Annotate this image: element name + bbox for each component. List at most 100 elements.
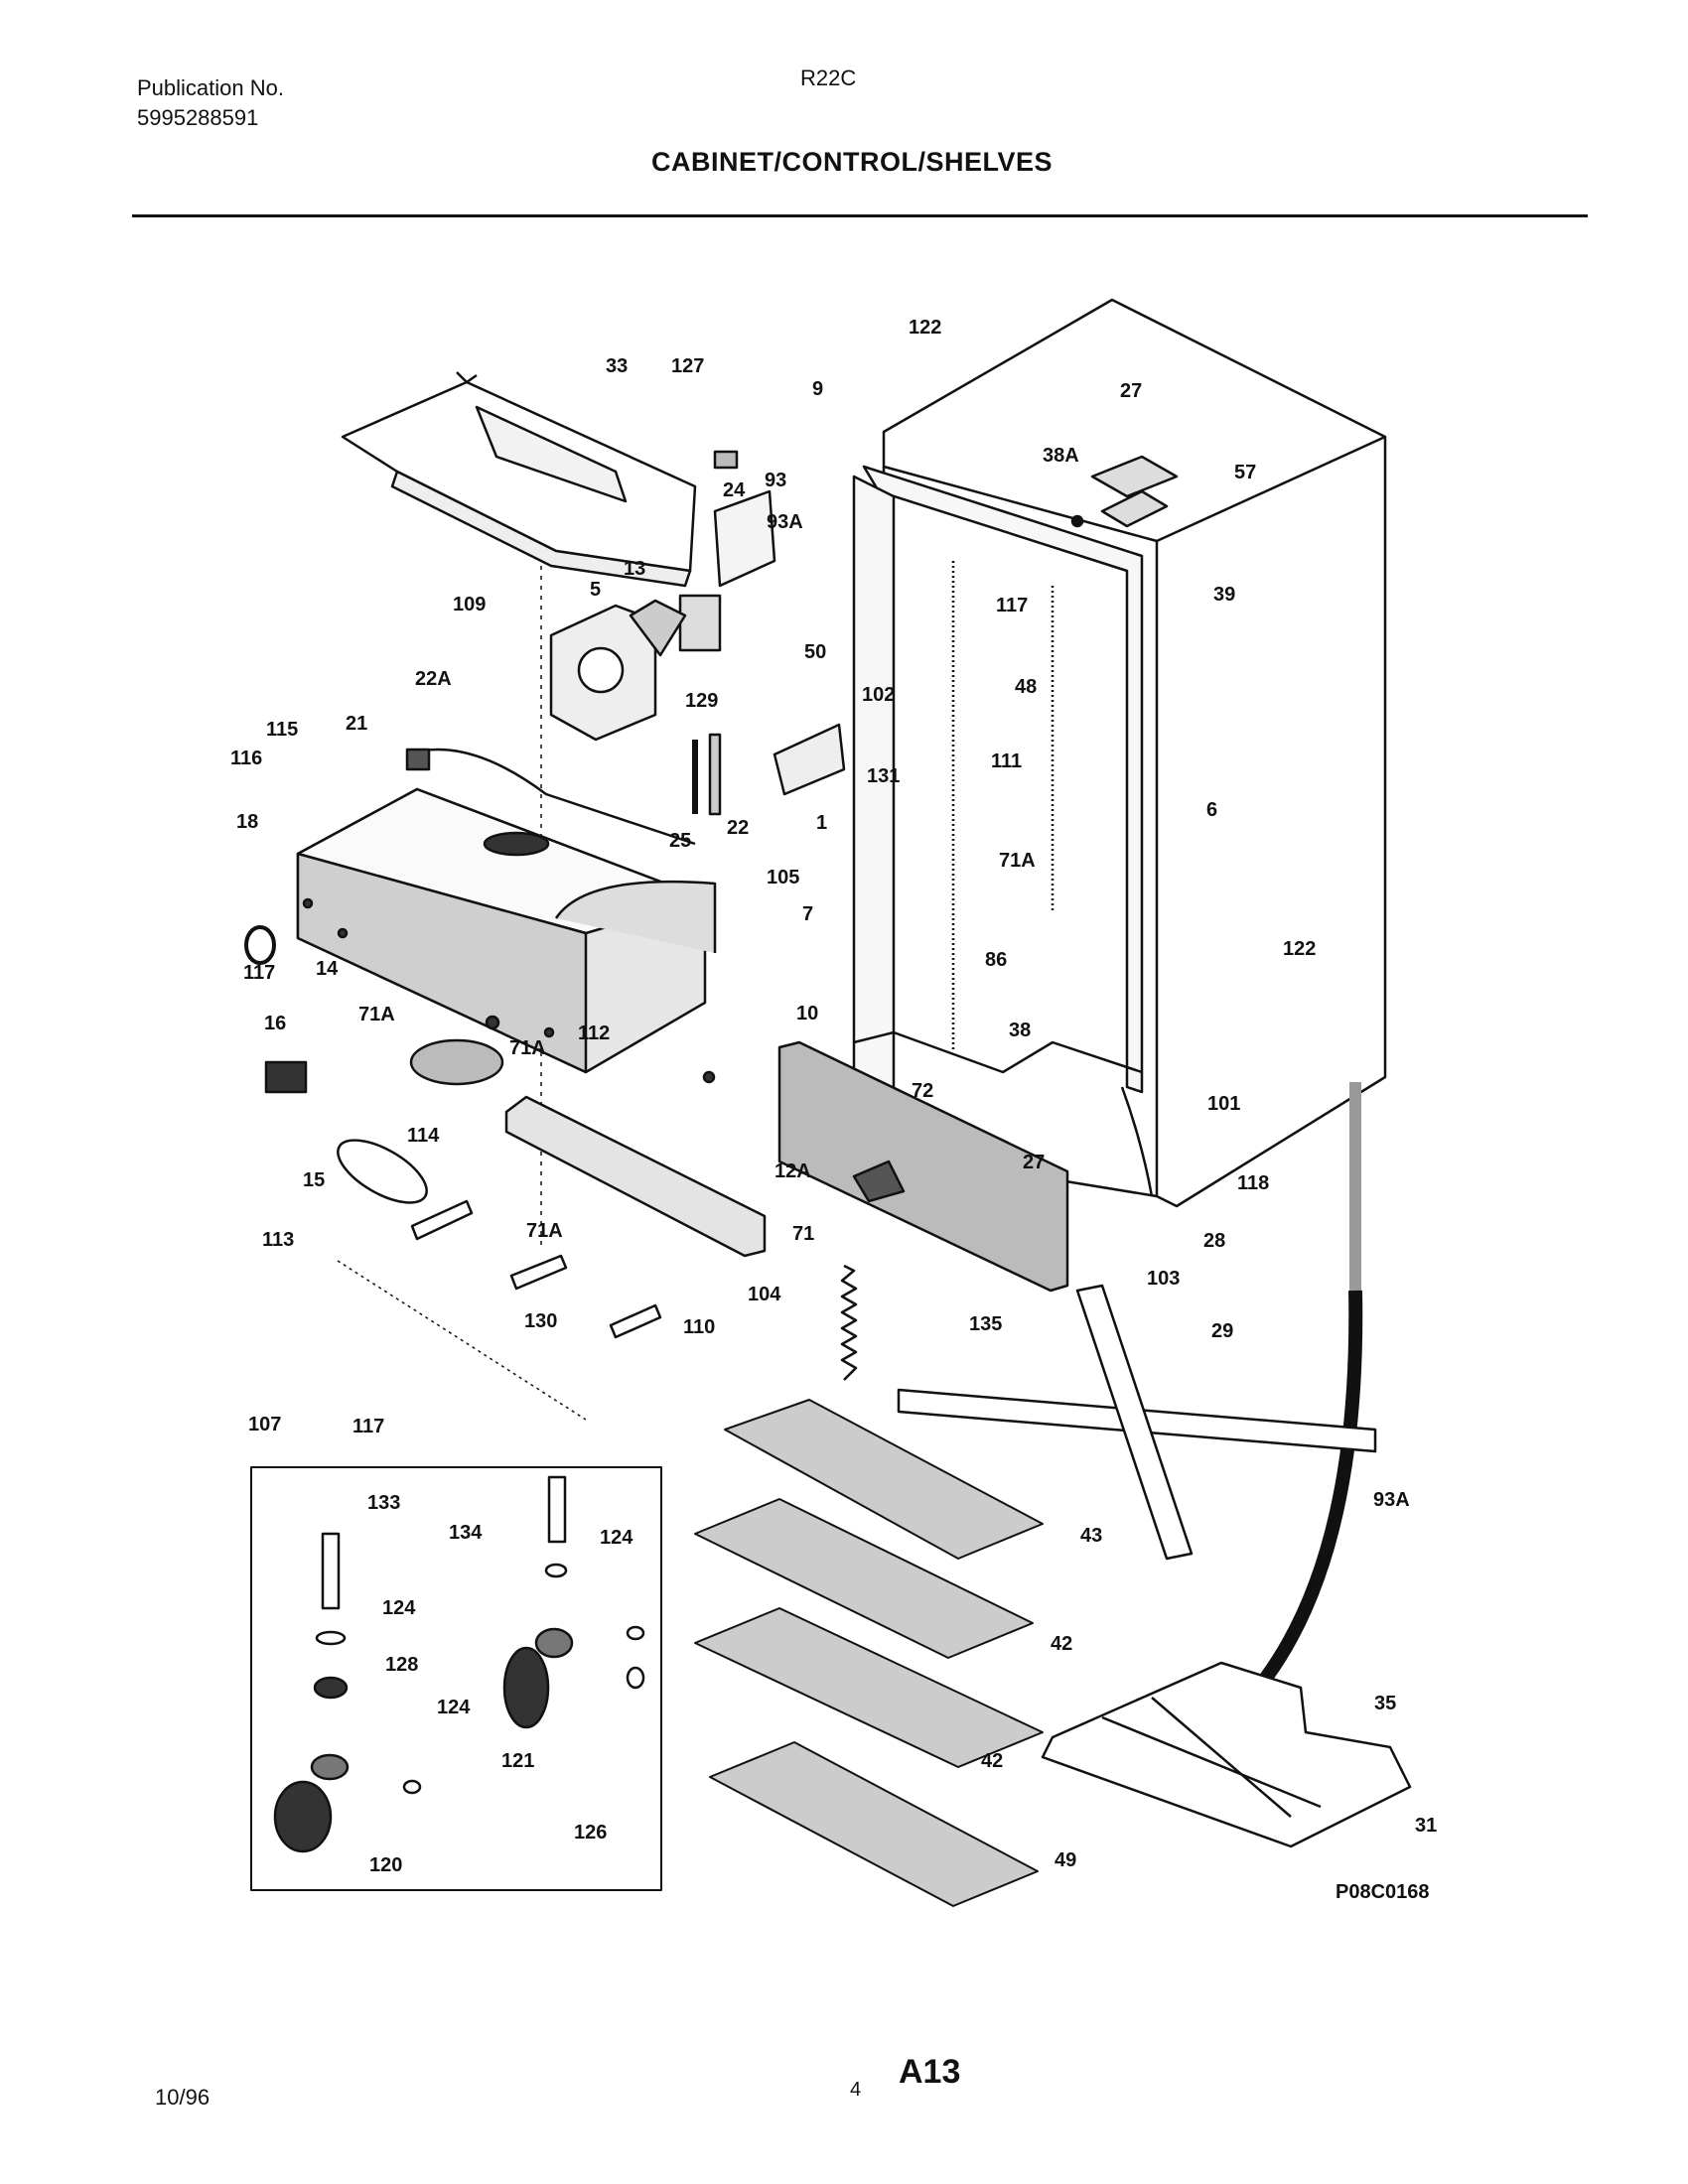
callout: 15 (303, 1169, 325, 1191)
page-number: 4 (850, 2079, 862, 2101)
callout: 117 (996, 595, 1028, 616)
callout: 107 (248, 1414, 281, 1435)
callout: 127 (671, 355, 704, 377)
spring (840, 1264, 858, 1381)
callout: 18 (236, 811, 258, 833)
callout: 122 (1283, 938, 1316, 960)
callout: 21 (346, 713, 367, 735)
callout: 31 (1415, 1815, 1437, 1837)
publication-label: Publication No. (137, 75, 284, 100)
publication-number: 5995288591 (137, 105, 259, 130)
toe-grille (777, 1040, 1069, 1293)
callout: 117 (243, 962, 275, 984)
wire-shelves (694, 1399, 1044, 1907)
control-housing (296, 748, 717, 1074)
top-hinge (1070, 455, 1179, 528)
callout: 22 (727, 817, 749, 839)
callout: 42 (981, 1750, 1003, 1772)
callout: 38A (1043, 445, 1079, 467)
drawing-number: P08C0168 (1336, 1881, 1430, 1903)
header-rule (132, 214, 1588, 217)
callout: 124 (437, 1697, 471, 1718)
model-number: R22C (800, 66, 857, 90)
callout: 134 (449, 1522, 483, 1544)
leveling-legs (337, 1199, 662, 1421)
callout: 129 (685, 690, 718, 712)
callout: 115 (266, 719, 298, 741)
callout: 27 (1120, 380, 1142, 402)
callout-labels: 122 27 38A 57 39 9 33 127 24 93 93A 13 5… (230, 317, 1437, 1876)
drain-tube (1260, 1082, 1363, 1683)
callout: 93A (1373, 1489, 1410, 1511)
callout: 128 (385, 1654, 418, 1676)
callout: 124 (600, 1527, 633, 1549)
callout: 126 (574, 1822, 607, 1843)
callout: 50 (804, 641, 826, 663)
revision-date: 10/96 (155, 2085, 211, 2110)
callout: 22A (415, 668, 452, 690)
callout: 6 (1206, 799, 1217, 821)
callout: 71A (509, 1037, 546, 1059)
callout: 135 (969, 1313, 1002, 1335)
callout: 14 (316, 958, 339, 980)
callout: 38 (1009, 1020, 1031, 1041)
callout: 131 (867, 765, 900, 787)
callout: 72 (912, 1080, 933, 1102)
callout: 113 (262, 1229, 294, 1251)
callout: 5 (590, 579, 601, 601)
page-code: A13 (899, 2053, 961, 2091)
callout: 130 (524, 1310, 557, 1332)
callout: 114 (407, 1125, 440, 1147)
cabinet-body (852, 298, 1387, 1208)
callout: 105 (767, 867, 799, 888)
callout: 42 (1051, 1633, 1072, 1655)
upper-frame (341, 371, 697, 1251)
callout: 120 (369, 1854, 402, 1876)
callout: 124 (382, 1597, 416, 1619)
callout: 86 (985, 949, 1007, 971)
callout: 16 (264, 1013, 286, 1034)
small-parts (244, 897, 716, 1204)
callout: 24 (723, 479, 746, 501)
callout: 49 (1055, 1849, 1076, 1871)
drain-pan (1041, 1661, 1412, 1848)
callout: 111 (991, 751, 1022, 772)
grille-bracket (504, 1095, 767, 1258)
callout: 33 (606, 355, 628, 377)
callout: 71 (792, 1223, 814, 1245)
callout: 102 (862, 684, 895, 706)
callout: 13 (624, 558, 645, 580)
control-assembly (549, 450, 846, 816)
callout: 12A (774, 1160, 811, 1182)
callout: 110 (683, 1316, 715, 1338)
callout: 71A (358, 1004, 395, 1025)
callout: 48 (1015, 676, 1037, 698)
callout: 93A (767, 511, 803, 533)
callout: 133 (367, 1492, 400, 1514)
callout: 1 (816, 812, 827, 834)
callout: 103 (1147, 1268, 1180, 1290)
callout: 71A (526, 1220, 563, 1242)
callout: 71A (999, 850, 1036, 872)
callout: 101 (1207, 1093, 1240, 1115)
callout: 117 (352, 1416, 384, 1437)
callout: 29 (1211, 1320, 1233, 1342)
callout: 116 (230, 748, 262, 769)
callout: 104 (748, 1284, 781, 1305)
callout: 10 (796, 1003, 818, 1024)
callout: 112 (578, 1023, 610, 1044)
callout: 121 (501, 1750, 534, 1772)
callout: 122 (909, 317, 941, 339)
callout: 27 (1023, 1152, 1045, 1173)
callout: 9 (812, 378, 823, 400)
callout: 28 (1203, 1230, 1225, 1252)
callout: 93 (765, 470, 786, 491)
callout: 57 (1234, 462, 1256, 483)
callout: 25 (669, 830, 691, 852)
shipping-brace (897, 1284, 1377, 1561)
callout: 35 (1374, 1693, 1396, 1714)
page-title: CABINET/CONTROL/SHELVES (651, 147, 1054, 177)
callout: 7 (802, 903, 813, 925)
callout: 43 (1080, 1525, 1102, 1547)
